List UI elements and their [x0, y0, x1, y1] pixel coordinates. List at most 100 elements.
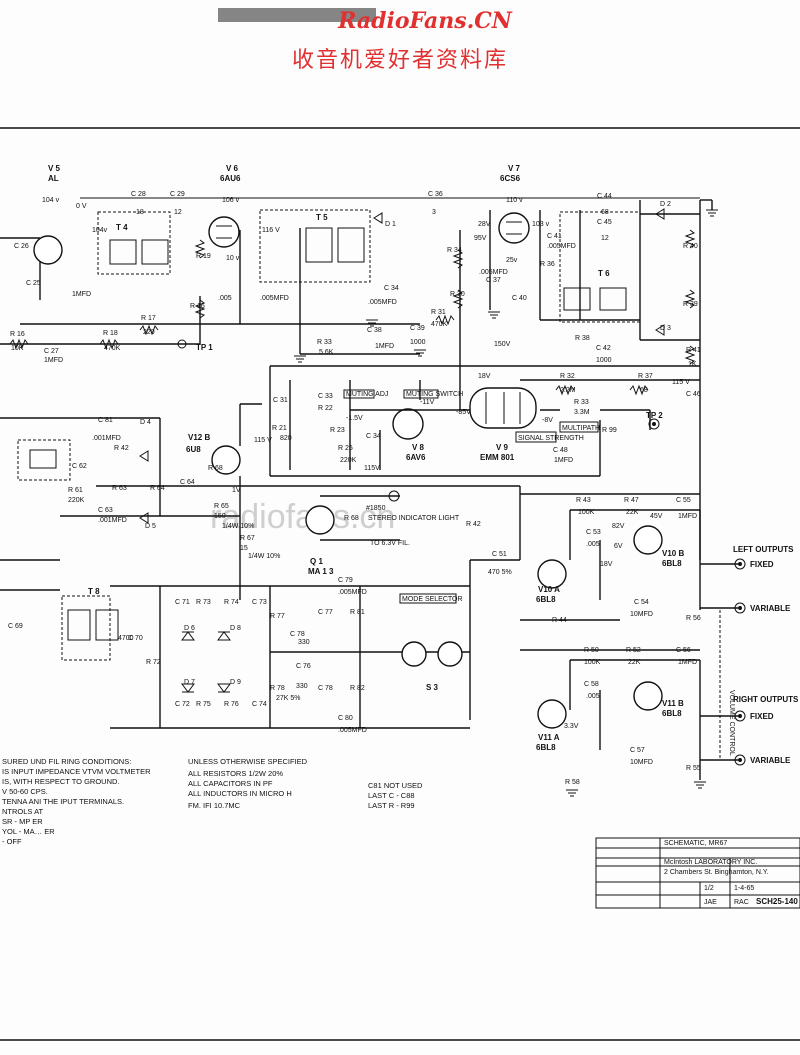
voltage-label: -85V [456, 409, 471, 416]
voltage-label: 104v [92, 227, 108, 234]
component-label: R 34 [447, 247, 462, 254]
component-label: R 50 [584, 647, 599, 654]
component-label: C 37 [486, 277, 501, 284]
component-label: R 30 [450, 291, 465, 298]
component-label: R 47 [624, 497, 639, 504]
component-label: 330 [296, 683, 308, 690]
tube-v11a-type: 6BL8 [536, 743, 556, 752]
component-label: R 42 [114, 445, 129, 452]
component-label: C 44 [597, 193, 612, 200]
scanned-header-blot [218, 8, 376, 22]
volume-control-label: VOLUME CONTROL [728, 690, 735, 756]
tube-v6: V 6 6AU6 [208, 164, 241, 248]
svg-text:IS INPUT IMPEDANCE VTVM VOLTME: IS INPUT IMPEDANCE VTVM VOLTMETER [2, 767, 151, 776]
tube-v11a: V11 A 6BL8 [536, 699, 567, 752]
component-label: 220K [340, 457, 357, 464]
mode-selector-box: MODE SELECTOR [402, 596, 463, 603]
tube-v9: V 9 EMM 801 [469, 387, 537, 462]
component-label: C 64 [180, 479, 195, 486]
component-label: R 19 [196, 253, 211, 260]
component-label: C 27 [44, 348, 59, 355]
svg-text:LAST R - R99: LAST R - R99 [368, 801, 415, 810]
component-label: D 5 [145, 523, 156, 530]
transformer-t5-label: T 5 [316, 213, 328, 222]
tube-v8: V 8 6AV6 [392, 408, 426, 462]
voltage-label: 115 V [254, 437, 272, 444]
component-label: C 79 [338, 577, 353, 584]
component-label: R 22 [318, 405, 333, 412]
component-label: C 46 [686, 391, 701, 398]
component-label: R 67 [240, 535, 255, 542]
component-label: 1K [688, 361, 697, 368]
voltage-label: 150V [494, 341, 511, 348]
svg-text:YOL - MA… ER: YOL - MA… ER [2, 827, 55, 836]
voltage-label: 103 v [532, 221, 550, 228]
component-label: 1000 [410, 339, 426, 346]
component-label: R 16 [10, 331, 25, 338]
voltage-label: 115V [364, 465, 380, 472]
multipath-box: MULTIPATH [562, 425, 600, 432]
component-label: 1/4W 10% [248, 553, 280, 560]
voltage-label: 82V [612, 523, 625, 530]
right-variable-label: VARIABLE [750, 756, 791, 765]
component-label: 1/4W 10% [222, 523, 254, 530]
watermark-subtitle: 收音机爱好者资料库 [291, 48, 508, 73]
component-label: 1MFD [678, 513, 697, 520]
matrix-section: MODE SELECTOR S 3 [0, 559, 520, 729]
component-label: C 77 [318, 609, 333, 616]
svg-text:TENNA ANI THE IPUT TERMI: TENNA ANI THE IPUT TERMINALS. [2, 797, 124, 806]
component-label: C 29 [170, 191, 185, 198]
tube-v12b-type: 6U8 [186, 445, 201, 454]
component-label: R 33 [574, 399, 589, 406]
component-label: .005MFD [338, 727, 367, 734]
svg-text:IS, WITH RESPECT TO GROUND.: IS, WITH RESPECT TO GROUND. [2, 777, 120, 786]
component-label: C 51 [492, 551, 507, 558]
component-label: 1MFD [678, 659, 697, 666]
voltage-labels: 104 v 0 V 104v 106 v 116 V 10 v 110 v 10… [42, 197, 663, 730]
muting-adj-box: MUTING ADJ [346, 391, 388, 398]
component-label: 3 [432, 209, 436, 216]
component-label: C 31 [273, 397, 288, 404]
tube-v10b: V10 B 6BL8 [633, 525, 684, 568]
component-label: 68 [601, 209, 609, 216]
switch-s3-label: S 3 [426, 683, 439, 692]
component-label: C 34 [384, 285, 399, 292]
title-block-checked: RAC [734, 899, 749, 906]
tube-v8-ref: V 8 [412, 443, 425, 452]
svg-text:- OFF: - OFF [2, 837, 22, 846]
component-label: R 32 [560, 373, 575, 380]
test-point-2: TP 2 [646, 411, 663, 420]
component-label: 5.6K [319, 349, 334, 356]
component-label: C 63 [98, 507, 113, 514]
component-label: R 25 [338, 445, 353, 452]
component-label: 220 [143, 329, 155, 336]
voltage-label: 104 v [42, 197, 60, 204]
voltage-label: 18V [478, 373, 491, 380]
component-label: C 76 [296, 663, 311, 670]
transistor-type: MA 1 3 [308, 567, 334, 576]
component-label: R 68 [344, 515, 359, 522]
component-label: 1000 [596, 357, 612, 364]
title-block: SCHEMATIC, MR67 McIntosh LABORATORY INC.… [595, 837, 800, 909]
component-label: .005 [586, 693, 600, 700]
component-label: R 99 [602, 427, 617, 434]
component-label: R 41 [686, 347, 701, 354]
svg-text:ALL CAPACITORS IN PF: ALL CAPACITORS IN PF [188, 779, 273, 788]
voltage-label: 28V [478, 221, 491, 228]
component-label: R 78 [270, 685, 285, 692]
svg-text:ALL INDUCTORS IN MICRO H: ALL INDUCTORS IN MICRO H [188, 789, 292, 798]
component-label: .005MFD [260, 295, 289, 302]
component-label: C 56 [676, 647, 691, 654]
indicator-section: Q 1 MA 1 3 #1850 STEREO INDICATOR LIGHT … [0, 403, 521, 600]
title-block-scale: 1/2 [704, 885, 714, 892]
component-label: C 53 [586, 529, 601, 536]
transformer-t8-label: T 8 [88, 587, 100, 596]
tube-v11b-ref: V11 B [662, 699, 684, 708]
tube-v7-ref: V 7 [508, 164, 521, 173]
component-label: 1MFD [554, 457, 573, 464]
component-label: C 54 [634, 599, 649, 606]
component-label: R 38 [575, 335, 590, 342]
component-label: R 18 [103, 330, 118, 337]
